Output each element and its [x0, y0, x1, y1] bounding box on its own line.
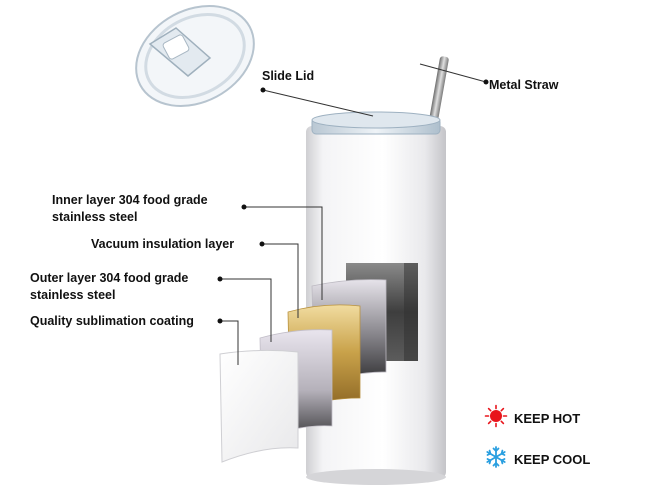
- metal-straw-label: Metal Straw: [489, 78, 559, 92]
- vacuum-layer-label: Vacuum insulation layer: [91, 237, 235, 251]
- callout-dot: [260, 87, 266, 93]
- inner-layer-label-line1: Inner layer 304 food grade: [52, 193, 208, 207]
- keep-cool-label: KEEP COOL: [514, 452, 591, 467]
- slide-lid-label: Slide Lid: [262, 69, 315, 83]
- callout-dot: [217, 318, 223, 324]
- callout-dot: [483, 79, 489, 85]
- sun-icon: [484, 404, 508, 433]
- callout-lines: [220, 63, 487, 365]
- callout-dot: [241, 204, 247, 210]
- callout-dot: [259, 241, 265, 247]
- keep-hot-legend: KEEP HOT: [484, 404, 580, 433]
- sublimation-coating-layer: [219, 349, 299, 463]
- slide-lid-illustration: [135, 5, 255, 107]
- keep-hot-label: KEEP HOT: [514, 411, 581, 426]
- callout-dot: [217, 276, 223, 282]
- keep-cool-legend: KEEP COOL: [484, 445, 590, 474]
- inner-layer-label-line2: stainless steel: [52, 210, 138, 224]
- metal-straw-illustration: [428, 56, 449, 128]
- outer-layer-label-line1: Outer layer 304 food grade: [30, 271, 189, 285]
- snowflake-icon: [484, 445, 508, 474]
- coating-label: Quality sublimation coating: [30, 314, 194, 328]
- outer-layer-label-line2: stainless steel: [30, 288, 116, 302]
